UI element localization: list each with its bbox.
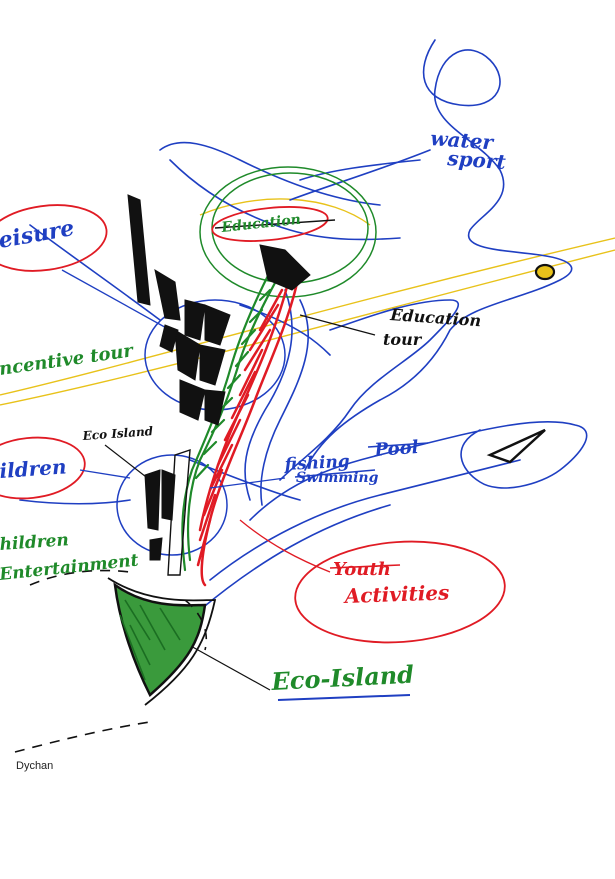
red-highlight-ovals — [0, 204, 506, 644]
incentive-tour-label: ncentive tour — [0, 340, 136, 380]
eco-island-small-label: Eco Island — [81, 424, 154, 443]
children-entertainment-label: hildren Entertainment — [0, 530, 140, 585]
activities-label: Activities — [342, 580, 449, 608]
building-cluster-middle — [144, 469, 176, 561]
youth-label: Youth — [333, 559, 391, 580]
pool-strike — [367, 442, 429, 448]
boat-shape — [486, 428, 546, 464]
water-sport-label: water sport — [430, 126, 508, 174]
building-cluster-upper — [127, 194, 311, 426]
label-leader-lines — [61, 269, 286, 489]
children-word: hildren — [0, 530, 69, 555]
dashed-shorelines — [14, 569, 207, 753]
building-outline-middle — [167, 449, 191, 576]
leisure-label: eisure — [0, 215, 76, 254]
education-top-strike — [214, 219, 336, 229]
water-marker — [534, 263, 556, 281]
water-label: water — [430, 126, 496, 154]
blue-coastline — [19, 39, 588, 611]
yellow-guide-lines — [0, 198, 615, 406]
children-label: ildren — [0, 454, 67, 483]
youth-strike — [329, 564, 401, 569]
eco-island-large — [107, 577, 217, 706]
children-zone-circle — [116, 454, 228, 556]
eco-island-underline — [277, 694, 411, 701]
tour-word: tour — [383, 330, 423, 349]
swimming-strike — [294, 469, 376, 478]
eco-island-label: Eco-Island — [270, 660, 415, 696]
fishing-label: fishing — [283, 452, 350, 475]
youth-leader-line — [239, 519, 331, 573]
pool-label: Pool — [373, 437, 419, 461]
black-leader-lines — [104, 314, 376, 691]
education-tour-label: Education tour — [383, 305, 482, 349]
education-word: Education — [389, 305, 482, 330]
swimming-label: Swimming — [296, 470, 379, 486]
red-spine — [196, 268, 302, 587]
entertainment-word: Entertainment — [0, 550, 140, 585]
sport-label: sport — [446, 146, 508, 174]
author-credit: Dychan — [16, 760, 54, 772]
